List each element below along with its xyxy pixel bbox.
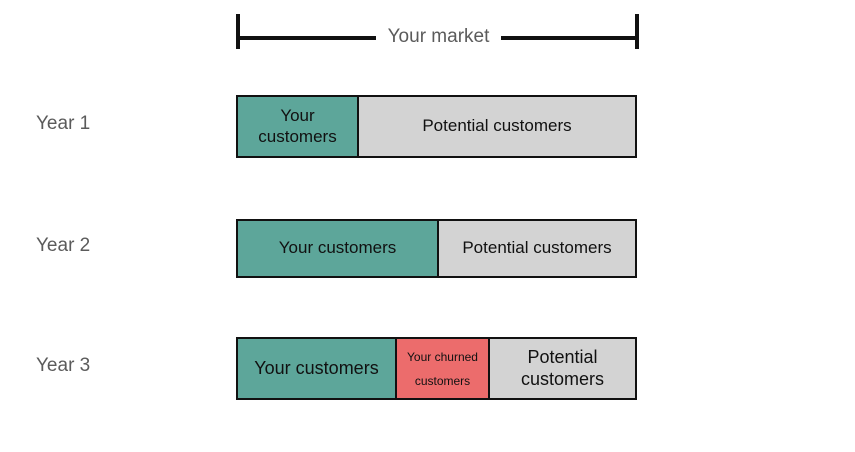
segment-your-customers-year-3: Your customers	[238, 339, 397, 398]
segment-your-customers-year-2: Your customers	[238, 221, 439, 276]
bracket-line-left	[238, 36, 376, 40]
segment-potential-customers-year-2: Potential customers	[439, 221, 635, 276]
bracket-left-tick	[236, 14, 240, 49]
row-year-3: Year 3	[0, 337, 236, 400]
segment-potential-customers-year-1: Potential customers	[359, 97, 635, 156]
row-label-year-3: Year 3	[36, 355, 91, 376]
row-year-2: Year 2	[0, 219, 236, 278]
row-label-year-2: Year 2	[36, 235, 91, 256]
bracket-right-tick	[635, 14, 639, 49]
bracket-line-right	[501, 36, 637, 40]
market-bracket-label: Your market	[387, 26, 490, 47]
row-label-year-1: Year 1	[36, 113, 91, 134]
row-year-1: Year 1	[0, 95, 236, 158]
bar-year-2: Your customers Potential customers	[236, 219, 637, 278]
market-bracket: Your market	[236, 14, 639, 50]
